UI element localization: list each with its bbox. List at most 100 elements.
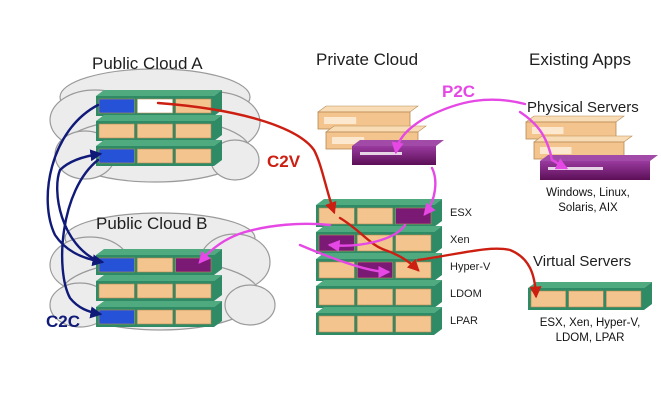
virtual-servers-title: Virtual Servers <box>533 253 632 270</box>
c2v-arrow-to-virtual <box>416 247 542 299</box>
server-cell <box>395 288 432 306</box>
server-cell <box>568 290 604 308</box>
rack-top <box>528 282 652 288</box>
hypervisor-label-esx: ESX <box>450 207 473 219</box>
cloud-b-slab-2 <box>96 275 222 301</box>
rack-top <box>96 275 222 281</box>
box-slot <box>360 152 402 155</box>
p2c-arrow-to-cloud-b <box>198 222 332 264</box>
p2c-arrow-hyperv <box>298 243 391 278</box>
cloud-a-slab-2 <box>96 115 222 141</box>
server-cell <box>137 309 173 325</box>
server-cell <box>175 309 212 325</box>
private-physical-box-1 <box>317 105 419 130</box>
c2c-arrow-a-to-b-lower <box>61 158 103 319</box>
server-cell <box>318 261 355 279</box>
server-cell <box>318 288 355 306</box>
virtual-os-line-2: LDOM, LPAR <box>555 332 625 344</box>
server-cell <box>318 315 355 333</box>
server-cell <box>175 283 212 299</box>
virtual-servers-slab <box>528 282 652 310</box>
hypervisor-label-xen: Xen <box>450 234 470 246</box>
rack-side <box>214 275 222 301</box>
physical-os-list: Windows, Linux, Solaris, AIX <box>524 186 652 216</box>
virtual-os-line-1: ESX, Xen, Hyper-V, <box>539 317 641 329</box>
server-cell <box>175 148 212 164</box>
virtual-os-list: ESX, Xen, Hyper-V, LDOM, LPAR <box>520 316 660 346</box>
server-cell <box>318 207 355 225</box>
box-top <box>317 105 419 113</box>
private-cloud-slab-5 <box>316 307 442 335</box>
server-cell <box>137 148 173 164</box>
physical-servers-title: Physical Servers <box>527 99 639 116</box>
box-top <box>533 135 633 143</box>
physical-os-line-2: Solaris, AIX <box>558 202 618 214</box>
box-top <box>540 155 658 161</box>
server-cell <box>98 148 135 164</box>
server-cell <box>137 123 173 139</box>
rack-top <box>96 249 222 255</box>
box-front <box>352 146 436 165</box>
physical-os-line-1: Windows, Linux, <box>546 187 630 199</box>
server-cell <box>98 98 135 114</box>
server-cell <box>98 283 135 299</box>
p2c-arrow-down <box>423 166 437 216</box>
cloud-a-slab-3 <box>96 140 222 166</box>
c2c-arrow-a-to-b <box>46 103 105 267</box>
server-cell <box>175 257 212 273</box>
server-cell <box>137 257 173 273</box>
box-panel <box>324 117 357 124</box>
server-cell <box>98 309 135 325</box>
private-cloud-slab-3 <box>316 253 442 281</box>
existing-physical-box-1 <box>525 115 625 140</box>
rack-top <box>96 90 222 96</box>
rack-side <box>434 199 442 227</box>
rack-side <box>214 301 222 327</box>
c2c-arrow-b-to-a <box>56 149 103 264</box>
cloud-b-slab-3 <box>96 301 222 327</box>
server-cell <box>98 257 135 273</box>
rack-side <box>434 307 442 335</box>
private-cloud-title: Private Cloud <box>316 50 419 69</box>
server-racks <box>96 90 658 335</box>
server-cell <box>395 234 432 252</box>
c2v-label: C2V <box>267 152 301 171</box>
c2v-arrow-main <box>156 101 337 215</box>
hypervisor-label-ldom: LDOM <box>450 288 482 300</box>
server-cell <box>137 283 173 299</box>
server-cell <box>137 98 173 114</box>
server-cell <box>98 123 135 139</box>
hypervisor-label-hyper-v: Hyper-V <box>450 261 491 273</box>
rack-side <box>214 140 222 166</box>
cloud-b-slab-1 <box>96 249 222 275</box>
server-cell <box>395 207 432 225</box>
migration-arrows <box>46 98 569 319</box>
existing-apps-title: Existing Apps <box>529 50 632 69</box>
rack-side <box>214 115 222 141</box>
server-cell <box>357 207 393 225</box>
private-cloud-slab-1 <box>316 199 442 227</box>
c2c-label: C2C <box>46 312 81 331</box>
box-panel <box>532 127 564 134</box>
rack-top <box>96 301 222 307</box>
public-cloud-b-title: Public Cloud B <box>96 214 208 233</box>
p2c-arrow-to-physical <box>518 110 569 170</box>
private-cloud-slab-4 <box>316 280 442 308</box>
rack-top <box>316 226 442 232</box>
rack-side <box>434 253 442 281</box>
rack-side <box>644 282 652 310</box>
server-cell <box>357 315 393 333</box>
p2c-label: P2C <box>442 82 476 101</box>
rack-top <box>316 307 442 313</box>
rack-top <box>96 140 222 146</box>
rack-side <box>214 249 222 275</box>
box-top <box>525 115 625 123</box>
p2c-arrow-right <box>391 98 527 155</box>
rack-side <box>434 280 442 308</box>
public-cloud-a-title: Public Cloud A <box>92 54 203 73</box>
server-cell <box>357 288 393 306</box>
box-slot <box>548 167 603 170</box>
server-cell <box>606 290 642 308</box>
